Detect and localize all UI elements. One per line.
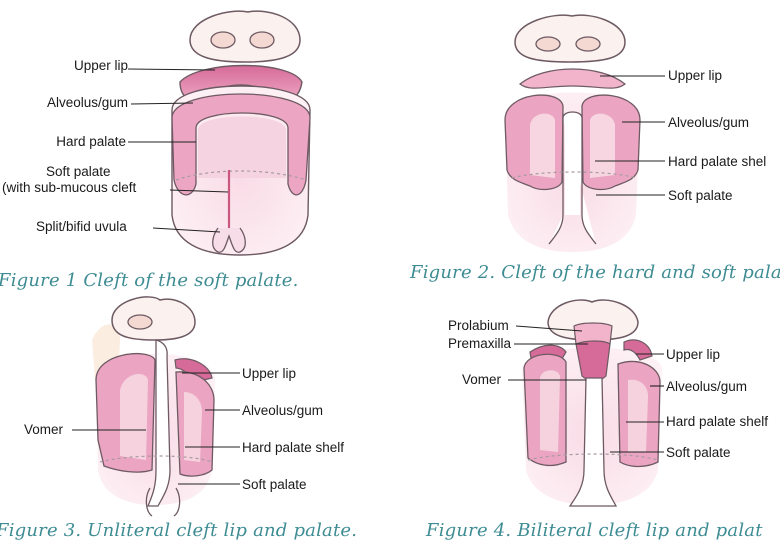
fig2-nose: [514, 14, 626, 63]
fig1-label-soft-palate-note: (with sub-mucous cleft: [2, 180, 137, 195]
fig4-label-hard-palate-shelf: Hard palate shelf: [666, 414, 769, 429]
fig2-label-upper-lip: Upper lip: [668, 68, 723, 83]
fig1-caption: Figure 1 Cleft of the soft palate.: [0, 270, 299, 291]
fig3-label-upper-lip: Upper lip: [242, 366, 297, 381]
fig1-label-upper-lip: Upper lip: [73, 58, 128, 73]
fig3-label-vomer: Vomer: [24, 422, 64, 437]
fig2-upper-lip: [519, 68, 626, 89]
fig3-vomer: [147, 339, 171, 507]
fig3-label-soft-palate: Soft palate: [242, 477, 307, 492]
fig2-cleft: [548, 111, 597, 245]
figure-4-drawing: [508, 299, 664, 507]
figure-2-drawing: [504, 14, 665, 252]
fig1-label-uvula: Split/bifid uvula: [36, 219, 127, 234]
fig1-alveolus: [171, 93, 311, 196]
fig4-label-soft-palate: Soft palate: [666, 445, 731, 460]
fig4-label-upper-lip: Upper lip: [666, 347, 721, 362]
fig4-caption: Figure 4. Biliteral cleft lip and palat: [426, 520, 763, 541]
fig2-label-hard-palate-shelf: Hard palate shel: [668, 154, 767, 169]
fig3-nose: [111, 296, 196, 341]
fig1-label-hard-palate: Hard palate: [56, 134, 126, 149]
fig3-label-hard-palate-shelf: Hard palate shelf: [242, 440, 345, 455]
fig1-nose: [189, 10, 301, 63]
fig4-label-alveolus: Alveolus/gum: [666, 379, 748, 394]
fig2-label-soft-palate: Soft palate: [668, 188, 733, 203]
fig1-label-soft-palate: Soft palate: [46, 164, 111, 179]
fig1-label-alveolus: Alveolus/gum: [46, 95, 128, 110]
fig1-nostril-right: [249, 31, 275, 49]
fig4-vomer: [568, 377, 618, 507]
fig4-label-prolabium: Prolabium: [448, 318, 509, 333]
fig2-label-alveolus: Alveolus/gum: [668, 115, 750, 130]
fig1-soft-boundary: [175, 170, 307, 181]
fig1-nostril-left: [210, 31, 236, 49]
fig1-hard-palate: [198, 116, 286, 178]
figure-3-drawing: [72, 296, 240, 517]
figure-1-drawing: [127, 10, 311, 256]
fig4-right-lip: [623, 339, 653, 361]
fig4-label-vomer: Vomer: [462, 372, 502, 387]
fig4-label-premaxilla: Premaxilla: [448, 336, 512, 351]
fig2-caption: Figure 2. Cleft of the hard and soft pal…: [410, 262, 780, 283]
fig3-label-alveolus: Alveolus/gum: [242, 403, 324, 418]
fig3-caption: Figure 3. Unliteral cleft lip and palate…: [0, 520, 358, 541]
fig1-uvula: [212, 227, 246, 253]
